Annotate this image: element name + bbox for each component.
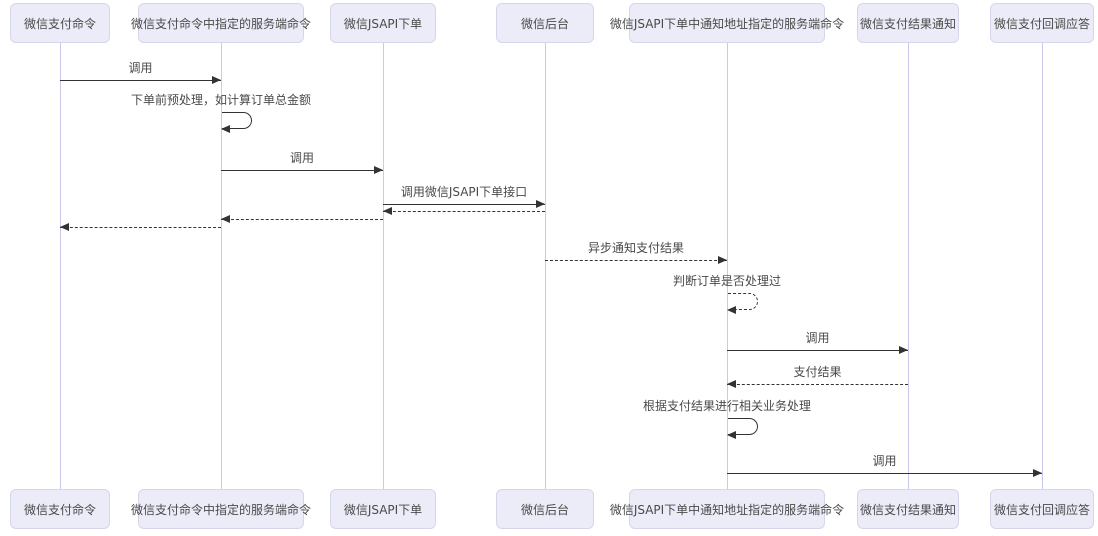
message-line bbox=[60, 227, 221, 228]
participant-label: 微信支付命令中指定的服务端命令 bbox=[131, 502, 312, 517]
message-line bbox=[727, 384, 908, 385]
participant-box-bottom-wechat-pay-result-notify: 微信支付结果通知 bbox=[857, 489, 959, 529]
self-message-loop bbox=[728, 418, 758, 435]
participant-box-top-server-command-in-pay-command: 微信支付命令中指定的服务端命令 bbox=[131, 3, 311, 43]
message-label: 异步通知支付结果 bbox=[587, 241, 684, 255]
message-line bbox=[221, 219, 383, 220]
lifeline-server-command-at-notify-url bbox=[727, 43, 728, 489]
message-line bbox=[60, 80, 221, 81]
message-line bbox=[727, 350, 908, 351]
message-line bbox=[383, 211, 545, 212]
participant-label: 微信支付结果通知 bbox=[859, 16, 956, 31]
self-message-loop bbox=[222, 112, 252, 129]
message-arrowhead bbox=[899, 346, 908, 354]
participant-label: 微信支付命令 bbox=[23, 16, 96, 31]
participant-box-bottom-server-command-in-pay-command: 微信支付命令中指定的服务端命令 bbox=[131, 489, 311, 529]
participant-box-top-server-command-at-notify-url: 微信JSAPI下单中通知地址指定的服务端命令 bbox=[610, 3, 844, 43]
message-label: 调用 bbox=[289, 151, 314, 165]
participant-box-top-wechat-pay-command: 微信支付命令 bbox=[10, 3, 110, 43]
participant-label: 微信JSAPI下单中通知地址指定的服务端命令 bbox=[609, 16, 845, 31]
lifeline-server-command-in-pay-command bbox=[221, 43, 222, 489]
participant-label: 微信支付命令中指定的服务端命令 bbox=[131, 16, 312, 31]
participant-label: 微信JSAPI下单 bbox=[343, 502, 423, 517]
message-arrowhead bbox=[1033, 469, 1042, 477]
message-line bbox=[545, 260, 727, 261]
lifeline-wechat-jsapi-order bbox=[383, 43, 384, 489]
self-message-arrowhead bbox=[727, 431, 736, 439]
participant-label: 微信后台 bbox=[520, 16, 569, 31]
self-message-loop bbox=[728, 293, 758, 310]
message-arrowhead bbox=[60, 223, 69, 231]
message-arrowhead bbox=[374, 166, 383, 174]
participant-label: 微信支付回调应答 bbox=[993, 502, 1090, 517]
participant-label: 微信后台 bbox=[520, 502, 569, 517]
participant-label: 微信支付回调应答 bbox=[993, 16, 1090, 31]
message-arrowhead bbox=[536, 200, 545, 208]
self-message-arrowhead bbox=[727, 306, 736, 314]
lifeline-wechat-pay-callback-response bbox=[1042, 43, 1043, 489]
message-line bbox=[221, 170, 383, 171]
message-label: 支付结果 bbox=[793, 365, 842, 379]
participant-box-bottom-wechat-backend: 微信后台 bbox=[496, 489, 594, 529]
message-label: 调用微信JSAPI下单接口 bbox=[400, 185, 528, 199]
participant-label: 微信JSAPI下单 bbox=[343, 16, 423, 31]
participant-box-bottom-wechat-pay-command: 微信支付命令 bbox=[10, 489, 110, 529]
participant-label: 微信JSAPI下单中通知地址指定的服务端命令 bbox=[609, 502, 845, 517]
participant-box-top-wechat-pay-result-notify: 微信支付结果通知 bbox=[857, 3, 959, 43]
message-arrowhead bbox=[212, 76, 221, 84]
participant-box-bottom-wechat-jsapi-order: 微信JSAPI下单 bbox=[330, 489, 436, 529]
participant-box-top-wechat-jsapi-order: 微信JSAPI下单 bbox=[330, 3, 436, 43]
lifeline-wechat-pay-result-notify bbox=[908, 43, 909, 489]
message-arrowhead bbox=[727, 380, 736, 388]
message-line bbox=[727, 473, 1042, 474]
lifeline-wechat-backend bbox=[545, 43, 546, 489]
message-arrowhead bbox=[718, 256, 727, 264]
self-message-label: 根据支付结果进行相关业务处理 bbox=[642, 399, 811, 413]
message-label: 调用 bbox=[128, 61, 153, 75]
message-label: 调用 bbox=[805, 331, 830, 345]
self-message-label: 下单前预处理，如计算订单总金额 bbox=[130, 93, 311, 107]
participant-label: 微信支付结果通知 bbox=[859, 502, 956, 517]
self-message-label: 判断订单是否处理过 bbox=[672, 274, 781, 288]
message-line bbox=[383, 204, 545, 205]
participant-box-top-wechat-pay-callback-response: 微信支付回调应答 bbox=[990, 3, 1094, 43]
lifeline-wechat-pay-command bbox=[60, 43, 61, 489]
self-message-arrowhead bbox=[221, 125, 230, 133]
message-arrowhead bbox=[221, 215, 230, 223]
participant-box-top-wechat-backend: 微信后台 bbox=[496, 3, 594, 43]
participant-box-bottom-wechat-pay-callback-response: 微信支付回调应答 bbox=[990, 489, 1094, 529]
participant-label: 微信支付命令 bbox=[23, 502, 96, 517]
message-arrowhead bbox=[383, 207, 392, 215]
participant-box-bottom-server-command-at-notify-url: 微信JSAPI下单中通知地址指定的服务端命令 bbox=[610, 489, 844, 529]
message-label: 调用 bbox=[872, 454, 897, 468]
